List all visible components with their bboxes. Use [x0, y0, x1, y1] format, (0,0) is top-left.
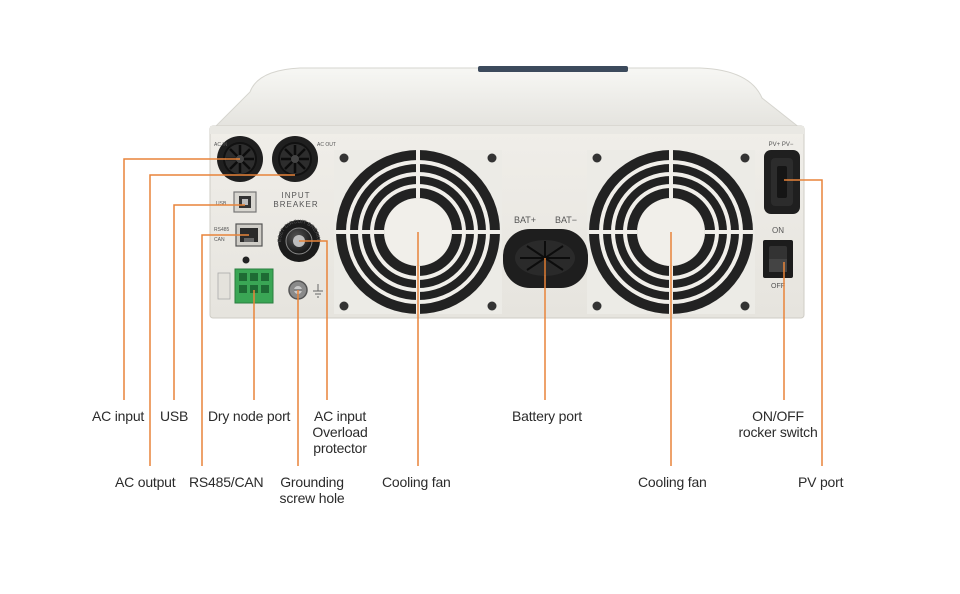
- label-on-off-line1: ON/OFF: [752, 408, 804, 424]
- pv-marking: PV+ PV−: [769, 142, 794, 148]
- can-marking: CAN: [214, 237, 225, 243]
- label-ac-input-overload-line3: protector: [313, 440, 367, 456]
- label-usb: USB: [160, 408, 189, 424]
- label-rs485-can: RS485/CAN: [189, 474, 264, 490]
- ac-output-connector: [272, 136, 318, 182]
- on-marking: ON: [772, 226, 784, 235]
- ac-out-marking: AC OUT: [317, 142, 336, 148]
- dry-node-terminal: [217, 268, 274, 304]
- leader-ac-input: [123, 158, 240, 400]
- label-ac-output: AC output: [115, 474, 176, 490]
- pv-port: [764, 150, 800, 214]
- label-battery-port: Battery port: [512, 408, 582, 424]
- top-display-window: [478, 66, 628, 72]
- label-ac-input: AC input: [92, 408, 145, 424]
- usb-marking: USB: [216, 201, 227, 207]
- input-breaker-marking-1: INPUT: [282, 191, 311, 200]
- label-dry-node-port: Dry node port: [208, 408, 291, 424]
- leader-pv: [784, 179, 823, 466]
- indicator-hole: [242, 256, 250, 264]
- ground-symbol-icon: [313, 284, 323, 298]
- label-on-off-switch: ON/OFF rocker switch: [728, 408, 828, 440]
- bat-minus-marking: BAT−: [555, 215, 577, 225]
- leader-ac-output: [149, 174, 295, 466]
- label-cooling-fan-right: Cooling fan: [638, 474, 707, 490]
- label-cooling-fan-left: Cooling fan: [382, 474, 451, 490]
- leader-lines: [123, 158, 823, 466]
- usb-port: [233, 191, 257, 213]
- chassis-top: [212, 67, 802, 129]
- input-breaker-marking-2: BREAKER: [273, 200, 318, 209]
- rs485-marking: RS485: [214, 227, 230, 233]
- rocker-switch: [763, 240, 793, 278]
- leader-usb: [173, 204, 245, 400]
- label-ac-input-overload-line1: AC input: [313, 408, 367, 424]
- off-marking: OFF: [771, 283, 785, 290]
- label-ac-input-overload: AC input Overload protector: [304, 408, 376, 456]
- label-grounding-line1: Grounding: [280, 474, 344, 490]
- leader-rs485-can: [201, 234, 249, 466]
- label-grounding: Grounding screw hole: [272, 474, 352, 506]
- leader-breaker: [299, 240, 328, 400]
- label-grounding-line2: screw hole: [279, 490, 345, 506]
- ac-in-marking: AC IN: [214, 142, 228, 148]
- label-on-off-line2: rocker switch: [738, 424, 818, 440]
- label-ac-input-overload-line2: Overload: [312, 424, 368, 440]
- rear-panel-edge: [210, 126, 804, 134]
- bat-plus-marking: BAT+: [514, 215, 536, 225]
- label-pv-port: PV port: [798, 474, 844, 490]
